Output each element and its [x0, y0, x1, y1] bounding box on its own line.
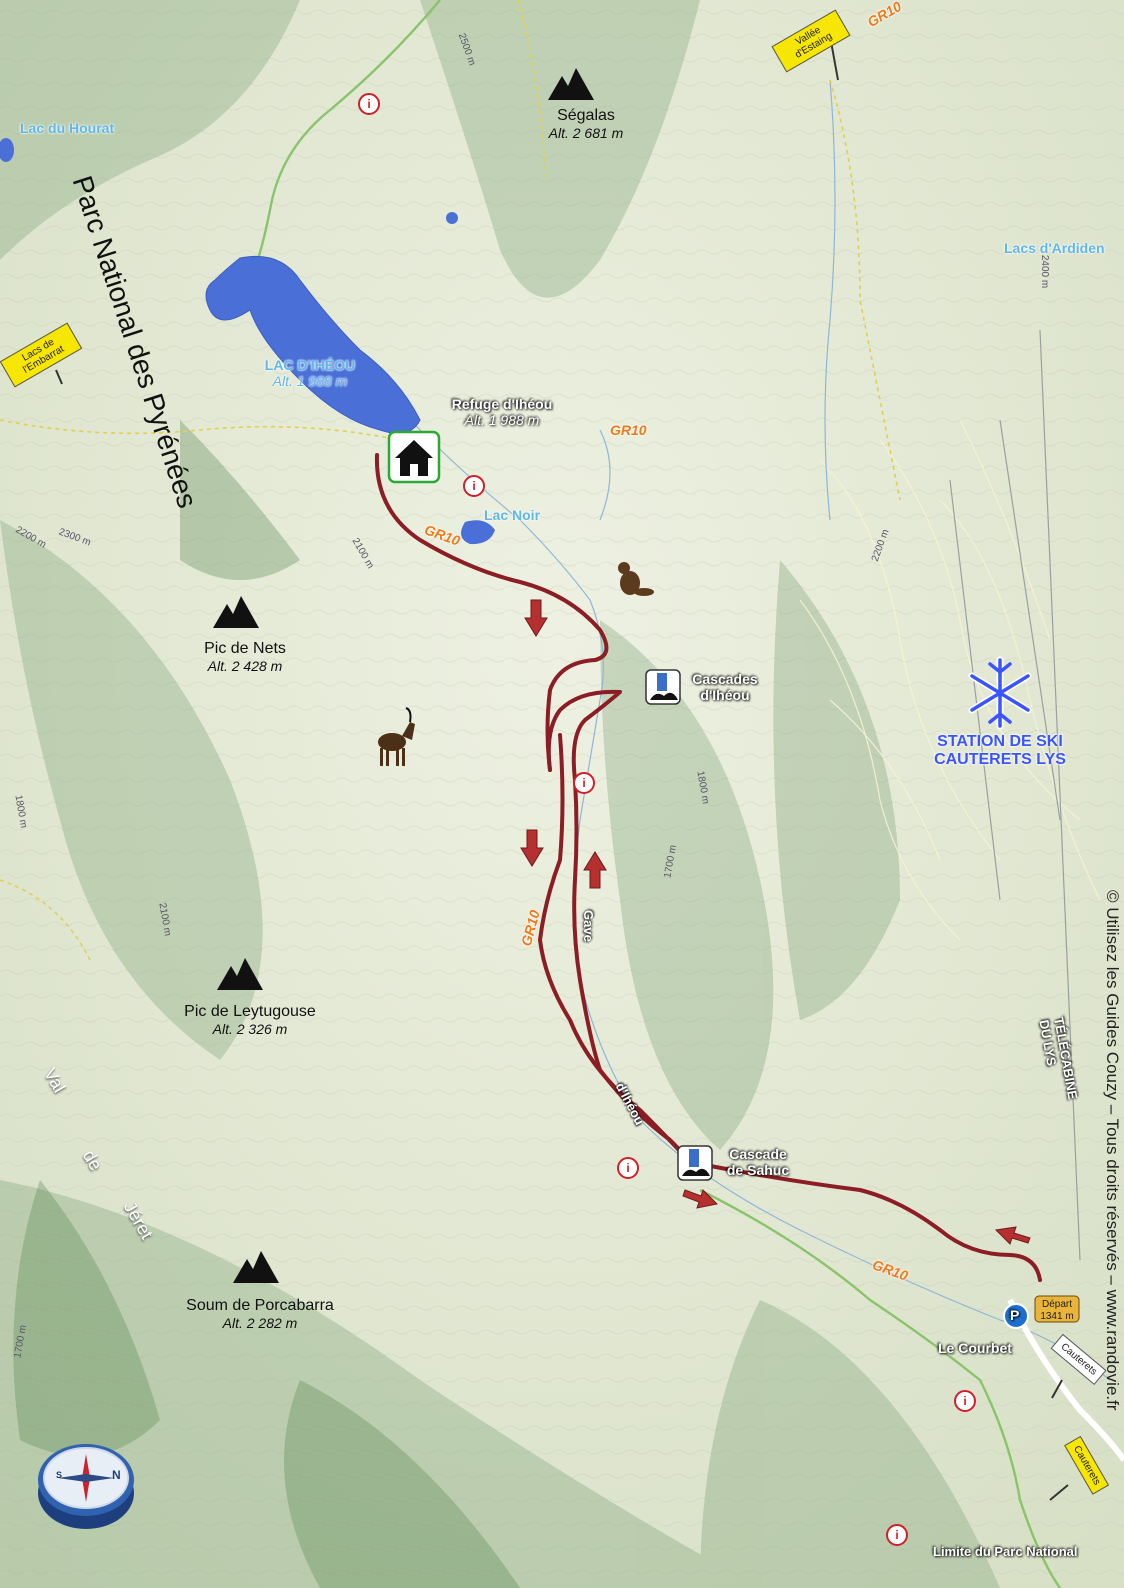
start-label-box: [1034, 1295, 1080, 1323]
ski-station-label: STATION DE SKI CAUTERETS LYS: [920, 733, 1080, 770]
copyright-text: © Utilisez les Guides Couzy – Tous droit…: [1103, 890, 1122, 1411]
waterfall-line1: Cascade: [729, 1146, 787, 1162]
ski-station-line2: CAUTERETS LYS: [934, 751, 1066, 769]
start-label: Départ 1341 m: [1035, 1299, 1079, 1322]
peak-pic-de-leytugouse: Pic de Leytugouse Alt. 2 326 m: [160, 1003, 340, 1037]
footpaths: [0, 0, 901, 961]
peak-pic-de-nets: Pic de Nets Alt. 2 428 m: [180, 640, 310, 674]
waterfall-icon: [677, 1145, 713, 1181]
le-courbet-label: Le Courbet: [938, 1340, 1012, 1356]
park-boundary: [248, 0, 1061, 1588]
peak-altitude: Alt. 2 282 m: [222, 1315, 298, 1332]
compass-north: N: [112, 1468, 121, 1482]
direction-arrows: [520, 599, 1031, 1245]
cascade-sahuc-label: Cascade de Sahuc: [718, 1146, 798, 1178]
road: [1007, 1298, 1124, 1462]
refuge-label: Refuge d'Ihéou Alt. 1 988 m: [432, 396, 572, 428]
peak-altitude: Alt. 2 326 m: [212, 1021, 288, 1038]
lacs-ardiden-label: Lacs d'Ardiden: [1004, 240, 1105, 256]
refuge-house-icon: [387, 430, 441, 484]
peak-name: Ségalas: [557, 107, 615, 124]
parking-icon: [1003, 1303, 1029, 1329]
waterfall-line1: Cascades: [692, 671, 758, 687]
izard-icon: [378, 707, 415, 766]
cascades-iheou-label: Cascades d'Ihéou: [680, 671, 770, 703]
svg-text:i: i: [963, 1394, 966, 1408]
svg-text:i: i: [367, 97, 370, 111]
peak-altitude: Alt. 2 428 m: [207, 658, 283, 675]
waterfall-icon: [645, 669, 681, 705]
lake-altitude: Alt. 1 988 m: [272, 373, 348, 390]
refuge-name: Refuge d'Ihéou: [451, 396, 553, 412]
small-lake-shape: [446, 212, 458, 224]
marmot-icon: [618, 562, 654, 596]
park-limit-label: Limite du Parc National: [933, 1544, 1078, 1559]
cable-lines: [949, 329, 1081, 1261]
hiking-route: [374, 453, 1042, 1282]
waterfall-line2: de Sahuc: [726, 1162, 790, 1179]
waterfall-line2: d'Ihéou: [700, 687, 750, 704]
relief-shading: [0, 0, 1000, 1588]
peak-segalas: Ségalas Alt. 2 681 m: [531, 107, 641, 141]
compass-south: S: [56, 1470, 63, 1480]
info-icons: [358, 93, 976, 1546]
lac-iheou-shape: [205, 255, 421, 434]
start-label-line1: Départ: [1041, 1299, 1072, 1310]
start-label-line2: 1341 m: [1040, 1310, 1074, 1322]
peak-name: Pic de Leytugouse: [184, 1003, 316, 1020]
contour-label: 2400 m: [1039, 254, 1051, 289]
lac-noir-label: Lac Noir: [484, 507, 541, 523]
svg-text:i: i: [472, 479, 475, 493]
mountain-icons: [213, 68, 594, 1283]
stream-label-gave: Gave: [581, 910, 596, 942]
small-lake-shape: [0, 138, 14, 162]
ski-pistes: [799, 419, 1101, 941]
gr10-label: GR10: [610, 422, 647, 438]
svg-text:i: i: [895, 1528, 898, 1542]
refuge-altitude: Alt. 1 988 m: [464, 412, 540, 429]
peak-name: Soum de Porcabarra: [186, 1297, 334, 1314]
lac-noir-shape: [461, 520, 495, 545]
peak-soum-de-porcabarra: Soum de Porcabarra Alt. 2 282 m: [160, 1297, 360, 1331]
parking-letter: P: [1010, 1307, 1020, 1323]
svg-text:i: i: [582, 776, 585, 790]
compass-icon: [38, 1444, 134, 1529]
lake-name: LAC D'IHÉOU: [264, 357, 356, 373]
ski-station-line1: STATION DE SKI: [937, 733, 1063, 750]
svg-text:i: i: [626, 1161, 629, 1175]
peak-altitude: Alt. 2 681 m: [548, 125, 624, 142]
lac-iheou-label: LAC D'IHÉOU Alt. 1 988 m: [245, 357, 375, 389]
lac-du-hourat-label: Lac du Hourat: [20, 120, 115, 136]
peak-name: Pic de Nets: [204, 640, 286, 657]
